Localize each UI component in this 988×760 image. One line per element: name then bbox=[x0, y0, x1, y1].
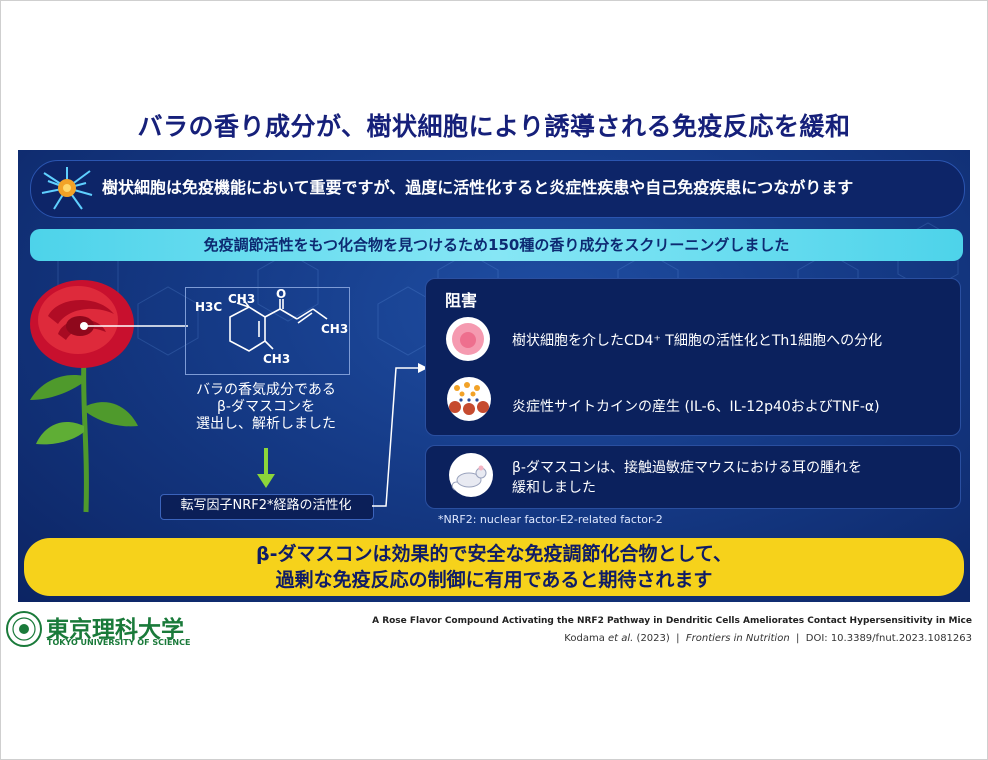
molecule-caption-line1: バラの香気成分である bbox=[196, 382, 336, 398]
citation-line: Kodama et al. (2023) | Frontiers in Nutr… bbox=[564, 633, 972, 644]
conclusion-box bbox=[24, 538, 964, 596]
citation-doi: DOI: 10.3389/fnut.2023.1081263 bbox=[805, 633, 972, 644]
pathway-text: 転写因子NRF2*経路の活性化 bbox=[180, 498, 352, 513]
inhibition-box bbox=[425, 278, 961, 436]
rose-illustration bbox=[30, 280, 138, 513]
connector-arrow bbox=[372, 363, 428, 507]
conclusion-line1: β-ダマスコンは効果的で安全な免疫調節化合物として、 bbox=[256, 543, 732, 565]
mouse-icon bbox=[449, 453, 493, 497]
screening-bar bbox=[30, 229, 963, 261]
university-name-en: TOKYO UNIVERSITY OF SCIENCE bbox=[47, 638, 191, 647]
rose-pointer-line bbox=[80, 322, 188, 330]
dendritic-cell-icon bbox=[446, 317, 490, 361]
citation-etal: et al. bbox=[608, 633, 634, 644]
university-name-jp: 東京理科大学 bbox=[46, 616, 184, 643]
mouse-result-text: β-ダマスコンは、接触過敏症マウスにおける耳の腫れを 緩和しました bbox=[512, 458, 932, 498]
ch3-top-label: CH3 bbox=[228, 292, 255, 306]
intro-box bbox=[30, 160, 965, 218]
citation-separator: | bbox=[676, 633, 680, 644]
inhibition-item-2: 炎症性サイトカインの産生 (IL-6、IL-12p40およびTNF-α) bbox=[512, 399, 880, 415]
dendritic-cell-icon bbox=[41, 167, 93, 210]
ch3-bottom-label: CH3 bbox=[263, 352, 290, 366]
arrow-down-icon bbox=[257, 448, 275, 488]
paper-title: A Rose Flavor Compound Activating the NR… bbox=[372, 616, 972, 626]
nrf2-footnote: *NRF2: nuclear factor-E2-related factor-… bbox=[438, 513, 663, 526]
inhibition-item-1: 樹状細胞を介したCD4⁺ T細胞の活性化とTh1細胞への分化 bbox=[512, 333, 883, 349]
university-seal-logo bbox=[6, 611, 42, 647]
inhibition-title: 阻害 bbox=[445, 291, 478, 310]
molecule-caption-line3: 選出し、解析しました bbox=[196, 416, 336, 432]
mouse-result-box bbox=[425, 445, 961, 509]
molecule-box bbox=[185, 287, 350, 375]
pathway-box bbox=[160, 494, 374, 520]
molecule-caption: バラの香気成分である β-ダマスコンを 選出し、解析しました bbox=[166, 382, 366, 433]
ch3-right-label: CH3 bbox=[321, 322, 348, 336]
citation-separator: | bbox=[796, 633, 800, 644]
intro-text: 樹状細胞は免疫機能において重要ですが、過度に活性化すると炎症性疾患や自己免疫疾患… bbox=[102, 178, 854, 197]
citation-year: (2023) bbox=[636, 633, 670, 644]
mouse-result-line2: 緩和しました bbox=[512, 480, 596, 496]
screening-text: 免疫調節活性をもつ化合物を見つけるため150種の香り成分をスクリーニングしました bbox=[203, 236, 790, 254]
h3c-label: H3C bbox=[195, 300, 222, 314]
beta-damascone-structure: H3C CH3 O CH3 CH3 bbox=[195, 287, 348, 366]
conclusion-line2: 過剰な免疫反応の制御に有用であると期待されます bbox=[275, 569, 713, 591]
citation-journal: Frontiers in Nutrition bbox=[685, 633, 790, 644]
mouse-result-line1: β-ダマスコンは、接触過敏症マウスにおける耳の腫れを bbox=[512, 460, 862, 476]
slide-title: バラの香り成分が、樹状細胞により誘導される免疫反応を緩和 bbox=[137, 112, 851, 141]
molecule-caption-line2: β-ダマスコンを bbox=[217, 399, 315, 415]
citation-authors: Kodama bbox=[564, 633, 605, 644]
cytokine-icon bbox=[447, 377, 491, 421]
oxygen-label: O bbox=[276, 287, 286, 301]
